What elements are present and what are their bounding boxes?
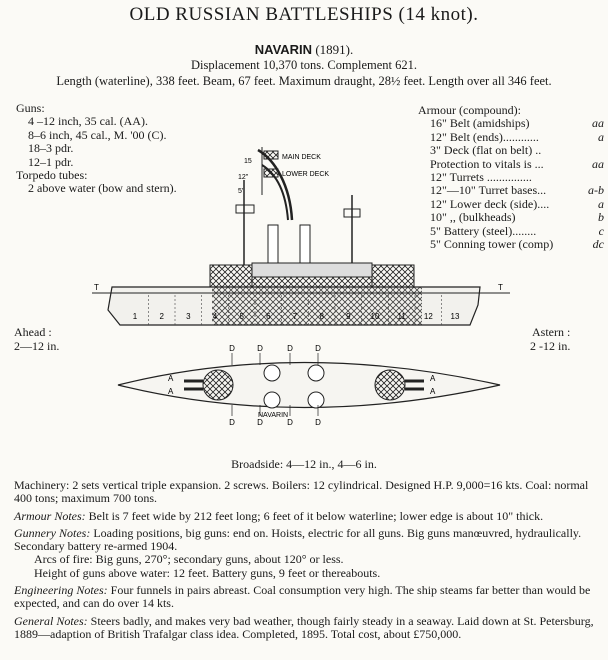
guns-block: Guns: 4 –12 inch, 35 cal. (AA). 8–6 inch… — [16, 101, 216, 196]
funnel-top — [307, 391, 325, 409]
secondary-gun-marker: D — [287, 344, 293, 353]
section-number: 6 — [266, 312, 271, 321]
ahead-fire: Ahead : 2—12 in. — [14, 325, 59, 353]
astern-value: 2 -12 in. — [530, 339, 571, 353]
dimensions-line: Length (waterline), 338 feet. Beam, 67 f… — [56, 74, 552, 88]
notes-block: Machinery: 2 sets vertical triple expans… — [14, 478, 602, 645]
armour-block: Armour (compound): 16" Belt (amidships)a… — [418, 103, 608, 252]
plan-name: NAVARIN — [258, 412, 288, 419]
torpedo-item: 2 above water (bow and stern). — [28, 181, 177, 196]
aft-turret — [371, 264, 415, 288]
section-number: 5 — [239, 312, 244, 321]
armour-row: 10" ,, (bulkheads)b — [430, 210, 604, 225]
gun-item: 8–6 inch, 45 cal., M. '00 (C). — [28, 127, 167, 142]
deck-mark: 15 — [244, 158, 252, 165]
lower-deck-label: LOWER DECK — [282, 171, 329, 178]
astern-fire: Astern : 2 -12 in. — [530, 325, 570, 353]
armour-note: Armour Notes: Belt is 7 feet wide by 212… — [14, 508, 544, 523]
ship-name: NAVARIN — [254, 42, 313, 57]
armour-row: 5" Conning tower (comp)dc — [430, 237, 604, 252]
gunnery-note: Gunnery Notes: Loading positions, big gu… — [14, 525, 582, 554]
machinery-note: Machinery: 2 sets vertical triple expans… — [14, 478, 589, 506]
secondary-gun-marker: D — [257, 344, 263, 353]
arcs-note: Arcs of fire: Big guns, 270°; secondary … — [34, 552, 344, 567]
secondary-gun-marker: D — [229, 344, 235, 353]
funnel — [299, 224, 311, 268]
armour-row: 16" Belt (amidships)aa — [430, 116, 604, 131]
guns-heading: Guns: — [16, 101, 45, 115]
heights-note: Height of guns above water: 12 feet. Bat… — [34, 565, 381, 580]
section-number: 11 — [398, 312, 407, 321]
astern-label: Astern : — [532, 325, 571, 339]
aft-barbette — [374, 369, 406, 401]
gun-item: 4 –12 inch, 35 cal. (AA). — [28, 114, 148, 129]
ahead-value: 2—12 in. — [14, 339, 60, 353]
fighting-top — [343, 208, 361, 218]
secondary-gun-marker: D — [287, 418, 293, 427]
armour-row: Protection to vitals is ...aa — [430, 156, 604, 171]
section-number: 1 — [133, 312, 138, 321]
ahead-label: Ahead : — [14, 325, 52, 339]
ship-heading: NAVARIN (1891). — [0, 42, 608, 58]
turret-marker: A — [168, 387, 174, 396]
deck-mark: 5" — [238, 188, 245, 195]
broadside-line: Broadside: 4—12 in., 4—6 in. — [231, 457, 377, 471]
deck-mark: 12" — [238, 174, 249, 181]
displacement-line: Displacement 10,370 tons. Complement 621… — [190, 58, 417, 72]
turret-marker: A — [168, 374, 174, 383]
section-number: 9 — [346, 312, 351, 321]
fore-turret — [209, 264, 253, 288]
secondary-gun-marker: D — [315, 418, 321, 427]
section-number: 3 — [186, 312, 191, 321]
section-number: 4 — [213, 312, 218, 321]
armour-row: 12"—10" Turret bases...a-b — [430, 183, 604, 198]
section-number: 12 — [424, 312, 433, 321]
ship-year: (1891). — [315, 42, 354, 57]
armour-row: 12" Belt (ends)............a — [430, 129, 604, 144]
section-number: 10 — [371, 312, 380, 321]
armour-row: 5" Battery (steel)........c — [430, 223, 604, 238]
section-number: 2 — [159, 312, 164, 321]
torpedo-mark: T — [498, 283, 503, 292]
engineering-note: Engineering Notes: Four funnels in pairs… — [14, 583, 591, 611]
gun-item: 12–1 pdr. — [28, 154, 74, 169]
funnel-top — [307, 364, 325, 382]
armour-row: 12" Lower deck (side)....a — [430, 196, 604, 211]
torpedo-heading: Torpedo tubes: — [16, 168, 88, 183]
torpedo-mark: T — [94, 283, 99, 292]
armour-row: 12" Turrets ............... — [430, 170, 532, 185]
section-number: 8 — [319, 312, 324, 321]
secondary-gun-marker: D — [229, 418, 235, 427]
gun-item: 18–3 pdr. — [28, 141, 74, 156]
superstructure — [251, 262, 373, 278]
general-note: General Notes: Steers badly, and makes v… — [14, 613, 594, 641]
fighting-top — [235, 204, 255, 214]
funnel — [267, 224, 279, 268]
secondary-gun-markers: D D D D D D D D — [229, 344, 321, 427]
main-deck-label: MAIN DECK — [282, 154, 321, 161]
funnel-top — [263, 391, 281, 409]
fore-barbette — [202, 369, 234, 401]
armour-heading: Armour (compound): — [418, 103, 521, 117]
section-number: 7 — [293, 312, 298, 321]
secondary-gun-marker: D — [257, 418, 263, 427]
battery — [251, 276, 373, 288]
armour-row: 3" Deck (flat on belt) .. — [430, 143, 542, 158]
secondary-gun-marker: D — [315, 344, 321, 353]
section-diagram: MAIN DECK LOWER DECK 15 12" 5" — [238, 147, 329, 221]
turret-marker: A — [430, 374, 436, 383]
section-number: 13 — [451, 312, 460, 321]
page-title: OLD RUSSIAN BATTLESHIPS (14 knot). — [129, 4, 479, 25]
turret-marker: A — [430, 387, 436, 396]
funnel-top — [263, 364, 281, 382]
